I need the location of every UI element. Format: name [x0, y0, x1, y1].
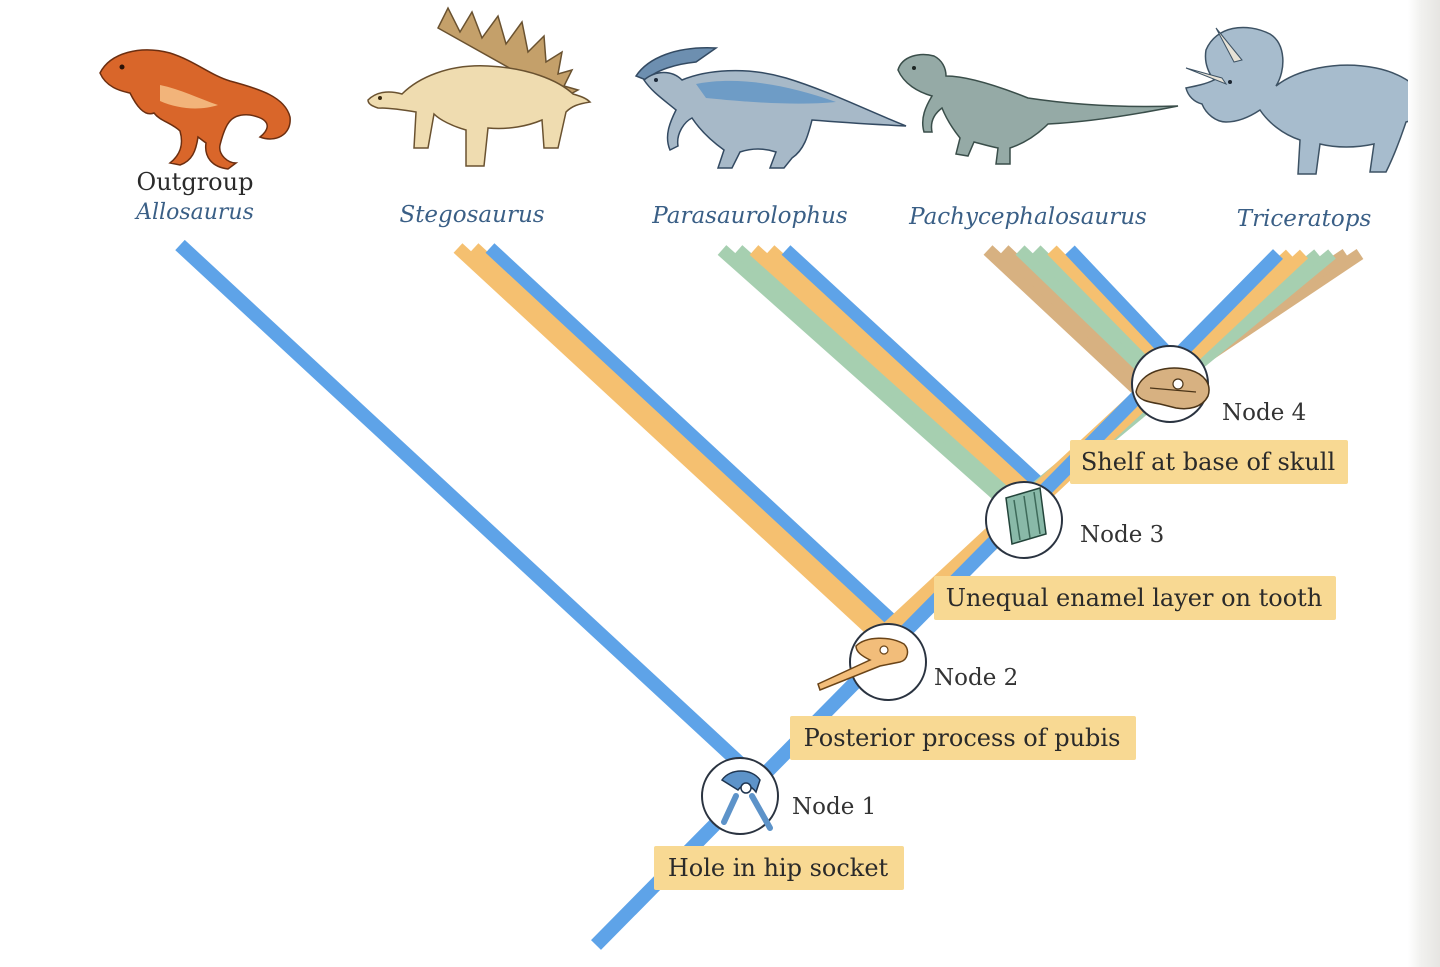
node-1: Node 1	[701, 757, 876, 835]
taxon-labels: Outgroup Allosaurus Stegosaurus Parasaur…	[134, 168, 1371, 232]
character-label-4: Shelf at base of skull	[1081, 448, 1335, 476]
pubis-bone-icon	[817, 637, 909, 691]
stegosaurus-illustration	[367, 6, 592, 167]
branch-allosaurus	[175, 239, 750, 774]
character-box-3: Unequal enamel layer on tooth	[934, 576, 1336, 620]
taxon-label-stegosaurus: Stegosaurus	[399, 202, 544, 228]
character-label-2: Posterior process of pubis	[804, 724, 1121, 752]
character-box-4: Shelf at base of skull	[1070, 440, 1348, 484]
allosaurus-illustration	[99, 49, 291, 170]
node-1-label: Node 1	[792, 794, 876, 820]
character-label-1: Hole in hip socket	[668, 854, 889, 882]
node-4: Node 4	[1131, 345, 1306, 426]
character-box-1: Hole in hip socket	[654, 846, 904, 890]
parasaurolophus-illustration	[634, 47, 907, 169]
node-3-label: Node 3	[1080, 522, 1164, 548]
taxon-label-parasaurolophus: Parasaurolophus	[651, 203, 848, 229]
node-1-circle	[701, 757, 779, 835]
character-label-3: Unequal enamel layer on tooth	[946, 584, 1323, 612]
node-2-label: Node 2	[934, 665, 1018, 691]
taxon-label-triceratops: Triceratops	[1237, 206, 1372, 232]
pachycephalosaurus-illustration	[897, 53, 1179, 165]
hip-socket-icon	[720, 770, 773, 831]
skull-icon	[1135, 367, 1210, 410]
triceratops-illustration	[1185, 26, 1435, 175]
page-edge-shadow	[1408, 0, 1440, 967]
node-2: Node 2	[817, 623, 1018, 701]
node-3: Node 3	[985, 481, 1164, 559]
branch-stegosaurus	[453, 243, 903, 643]
outgroup-label: Outgroup	[137, 168, 254, 196]
branch-pachycephalosaurus	[983, 245, 1179, 397]
branch-parasaurolophus	[717, 245, 1045, 513]
node-4-label: Node 4	[1222, 400, 1306, 426]
tooth-icon	[1005, 487, 1047, 545]
character-box-2: Posterior process of pubis	[790, 716, 1136, 760]
taxon-label-allosaurus: Allosaurus	[134, 200, 254, 225]
taxon-label-pachycephalosaurus: Pachycephalosaurus	[908, 204, 1147, 230]
